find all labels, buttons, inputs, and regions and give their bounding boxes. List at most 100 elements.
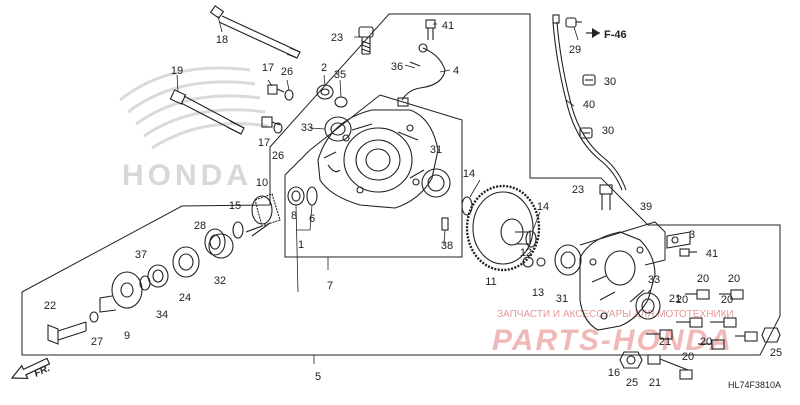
callout-20[interactable]: 20 xyxy=(682,351,694,363)
callout-41[interactable]: 41 xyxy=(442,20,454,32)
final-drive-cover xyxy=(579,231,656,331)
pinion-gear-10 xyxy=(245,193,281,237)
callout-6[interactable]: 6 xyxy=(309,213,315,225)
honda-wing-watermark xyxy=(119,66,269,150)
callout-22[interactable]: 22 xyxy=(44,300,56,312)
callout-23[interactable]: 23 xyxy=(572,184,584,196)
callout-21[interactable]: 21 xyxy=(659,336,671,348)
callout-31[interactable]: 31 xyxy=(430,144,442,156)
callout-34[interactable]: 34 xyxy=(156,309,168,321)
oring-35 xyxy=(334,96,348,108)
callout-10[interactable]: 10 xyxy=(256,177,268,189)
callout-9[interactable]: 9 xyxy=(124,330,130,342)
callout-17[interactable]: 17 xyxy=(258,137,270,149)
callout-29[interactable]: 29 xyxy=(569,44,581,56)
callout-41[interactable]: 41 xyxy=(706,248,718,260)
parts xyxy=(47,5,781,380)
bolt-18 xyxy=(209,5,301,59)
callout-30[interactable]: 30 xyxy=(604,76,616,88)
callout-27[interactable]: 27 xyxy=(91,336,103,348)
callout-20[interactable]: 20 xyxy=(700,336,712,348)
oring-6 xyxy=(306,186,318,206)
watermark-site-text: PARTS-HONDA xyxy=(492,324,733,357)
callout-28[interactable]: 28 xyxy=(194,220,206,232)
callout-33[interactable]: 33 xyxy=(301,122,313,134)
diagram-ref-code: HL74F3810A xyxy=(728,380,781,390)
callout-8[interactable]: 8 xyxy=(291,210,297,222)
callout-20[interactable]: 20 xyxy=(676,294,688,306)
washer-26-upper xyxy=(284,89,294,101)
oring-14b xyxy=(525,230,537,248)
callout-5[interactable]: 5 xyxy=(315,371,321,383)
callout-11[interactable]: 11 xyxy=(485,276,496,288)
callout-33[interactable]: 33 xyxy=(648,274,660,286)
callout-4[interactable]: 4 xyxy=(453,65,459,77)
callout-19[interactable]: 19 xyxy=(171,65,183,77)
callout-37[interactable]: 37 xyxy=(135,249,147,261)
seal-34 xyxy=(147,264,169,288)
callout-16[interactable]: 16 xyxy=(608,367,620,379)
bearing-31-upper xyxy=(421,168,451,198)
assembly-5-outline xyxy=(21,13,781,356)
bolt-41-top xyxy=(425,19,436,40)
callout-12[interactable]: 12 xyxy=(520,247,532,259)
callout-14[interactable]: 14 xyxy=(463,168,475,180)
callout-30[interactable]: 30 xyxy=(602,125,614,137)
callout-7[interactable]: 7 xyxy=(327,280,333,292)
bolt-12 xyxy=(522,256,534,268)
callout-1[interactable]: 1 xyxy=(298,239,304,251)
callout-25[interactable]: 25 xyxy=(770,347,782,359)
oring-14a xyxy=(461,196,473,216)
callout-21[interactable]: 21 xyxy=(669,293,681,305)
bolt-17-upper xyxy=(267,84,285,95)
callout-15[interactable]: 15 xyxy=(229,200,241,212)
section-ref-label[interactable]: F-46 xyxy=(604,29,627,41)
callout-36[interactable]: 36 xyxy=(391,61,403,73)
front-direction-arrow xyxy=(10,357,51,380)
callout-35[interactable]: 35 xyxy=(334,69,346,81)
watermark-caption-text: ЗАПЧАСТИ И АКСЕССУАРЫ ДЛЯ МОТОТЕХНИКИ xyxy=(497,309,734,320)
clip-30b xyxy=(579,127,593,139)
assembly-outlines xyxy=(21,13,781,356)
callout-26[interactable]: 26 xyxy=(281,66,293,78)
clip-29 xyxy=(565,17,582,28)
watermark-brand-text: HONDA xyxy=(122,159,252,192)
bearing-31-lower xyxy=(554,244,582,276)
callout-26[interactable]: 26 xyxy=(272,150,284,162)
washer-27 xyxy=(89,311,99,323)
spacer-8 xyxy=(287,186,305,206)
callout-20[interactable]: 20 xyxy=(697,273,709,285)
pin-38 xyxy=(441,217,449,231)
callout-39[interactable]: 39 xyxy=(640,201,652,213)
callout-3[interactable]: 3 xyxy=(689,229,695,241)
callout-24[interactable]: 24 xyxy=(179,292,191,304)
callout-31[interactable]: 31 xyxy=(556,293,568,305)
callout-38[interactable]: 38 xyxy=(441,240,453,252)
callout-17[interactable]: 17 xyxy=(262,62,274,74)
final-drive-case xyxy=(317,109,439,209)
callout-40[interactable]: 40 xyxy=(583,99,595,111)
bracket-3 xyxy=(666,231,691,249)
callout-32[interactable]: 32 xyxy=(214,275,226,287)
callout-2[interactable]: 2 xyxy=(321,62,327,74)
bolt-23-top xyxy=(358,26,374,55)
callout-13[interactable]: 13 xyxy=(532,287,544,299)
callout-20[interactable]: 20 xyxy=(721,294,733,306)
breather-tube-40 xyxy=(552,14,627,191)
callout-20[interactable]: 20 xyxy=(728,273,740,285)
bolt-22 xyxy=(47,321,87,345)
bearing-28 xyxy=(204,228,226,256)
bolt-41-right xyxy=(679,248,697,257)
washer-26-lower xyxy=(273,122,283,134)
callout-18[interactable]: 18 xyxy=(216,34,228,46)
callout-21[interactable]: 21 xyxy=(649,377,661,389)
callout-25[interactable]: 25 xyxy=(626,377,638,389)
assembly-3-outline xyxy=(579,221,666,266)
callout-14[interactable]: 14 xyxy=(537,201,549,213)
leader-lines xyxy=(176,15,651,364)
section-ref-arrow xyxy=(586,28,600,38)
callout-23[interactable]: 23 xyxy=(331,32,343,44)
